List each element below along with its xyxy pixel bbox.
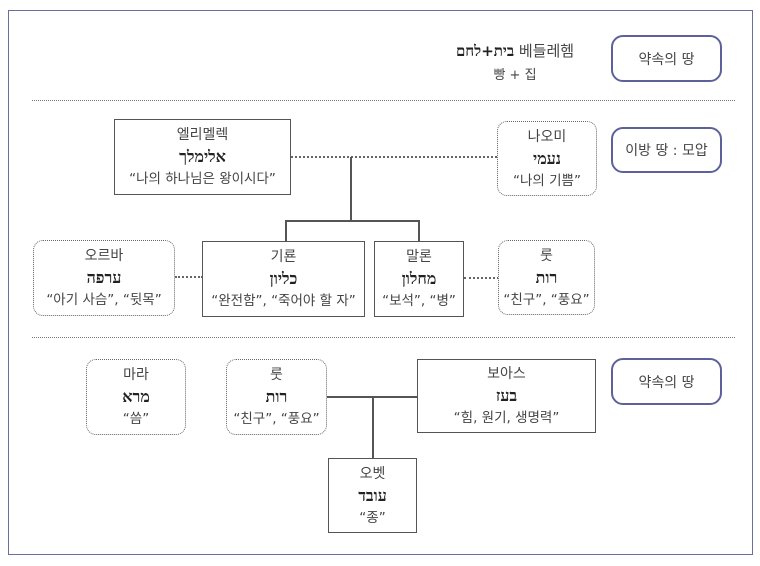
marriage-line-elimelech-naomi [291,156,497,158]
person-ruth-moab: 룻 רות “친구”, “풍요” [498,240,595,315]
name-meaning: “씀” [122,411,150,427]
bethlehem-korean: 베들레헴 [518,42,575,60]
hebrew-name: ערפה [86,268,122,287]
tag-promised-land-bottom: 약속의 땅 [611,358,722,405]
tag-promised-land-top: 약속의 땅 [611,35,722,82]
bethlehem-heading: בית+לחם 베들레헴 [430,40,600,61]
descent-line-gen3 [372,396,374,458]
name-meaning: “종” [359,509,386,526]
hebrew-name: בעז [495,386,518,405]
hebrew-name: אלימלך [179,147,226,166]
name-meaning: “보석”, “병” [382,293,456,309]
person-boaz: 보아스 בעז “힘, 원기, 생명력” [417,359,596,433]
person-ruth-bethlehem: 룻 רות “친구”, “풍요” [226,359,327,435]
name-meaning: “나의 기쁨” [513,172,581,189]
hebrew-name: מרא [122,387,150,406]
hebrew-name: מחלון [401,269,437,288]
bethlehem-hebrew: בית+לחם [455,42,515,60]
person-orpah: 오르바 ערפה “아기 사슴”, “뒷목” [33,240,175,316]
marriage-line-mahlon-ruth [464,277,499,279]
korean-name: 보아스 [487,366,526,382]
name-meaning: “나의 하나님은 왕이시다” [129,171,276,187]
sibling-line-sons [285,220,419,222]
hebrew-name: רות [535,267,558,287]
name-meaning: “친구”, “풍요” [233,411,320,427]
tag-gentile-land-moab: 이방 땅 : 모압 [611,127,722,173]
korean-name: 오르바 [84,248,124,264]
hebrew-name: עובד [358,485,387,505]
person-naomi: 나오미 נעמי “나의 기쁨” [497,121,597,196]
person-chilion: 기룐 כליון “완전함”, “죽어야 할 자” [202,241,365,317]
person-mahlon: 말론 מחלון “보석”, “병” [374,241,464,317]
korean-name: 엘리멜렉 [176,127,229,143]
korean-name: 마라 [123,367,149,383]
korean-name: 룻 [540,247,553,264]
korean-name: 기룐 [270,249,297,265]
korean-name: 나오미 [527,128,567,145]
person-obed: 오벳 עובד “종” [328,458,417,533]
bethlehem-title: בית+לחם 베들레헴 빵 + 집 [430,40,600,83]
name-meaning: “힘, 원기, 생명력” [453,410,560,426]
korean-name: 룻 [270,367,283,383]
person-elimelech: 엘리멜렉 אלימלך “나의 하나님은 왕이시다” [114,119,291,195]
hebrew-name: כליון [269,269,298,288]
separator-top [32,100,735,101]
descent-line-gen1 [350,157,352,221]
name-meaning: “완전함”, “죽어야 할 자” [211,293,356,309]
name-meaning: “아기 사슴”, “뒷목” [46,292,162,308]
bethlehem-meaning: 빵 + 집 [493,68,537,83]
separator-bottom [32,337,735,338]
drop-line-mahlon [418,220,420,242]
name-meaning: “친구”, “풍요” [503,291,590,308]
marriage-line-orpah-chilion [175,276,203,278]
diagram-frame [8,10,753,555]
hebrew-name: רות [265,387,288,406]
korean-name: 오벳 [359,465,386,482]
hebrew-name: נעמי [533,148,561,168]
korean-name: 말론 [406,249,432,265]
person-mara: 마라 מרא “씀” [86,359,186,435]
drop-line-chilion [285,220,287,242]
